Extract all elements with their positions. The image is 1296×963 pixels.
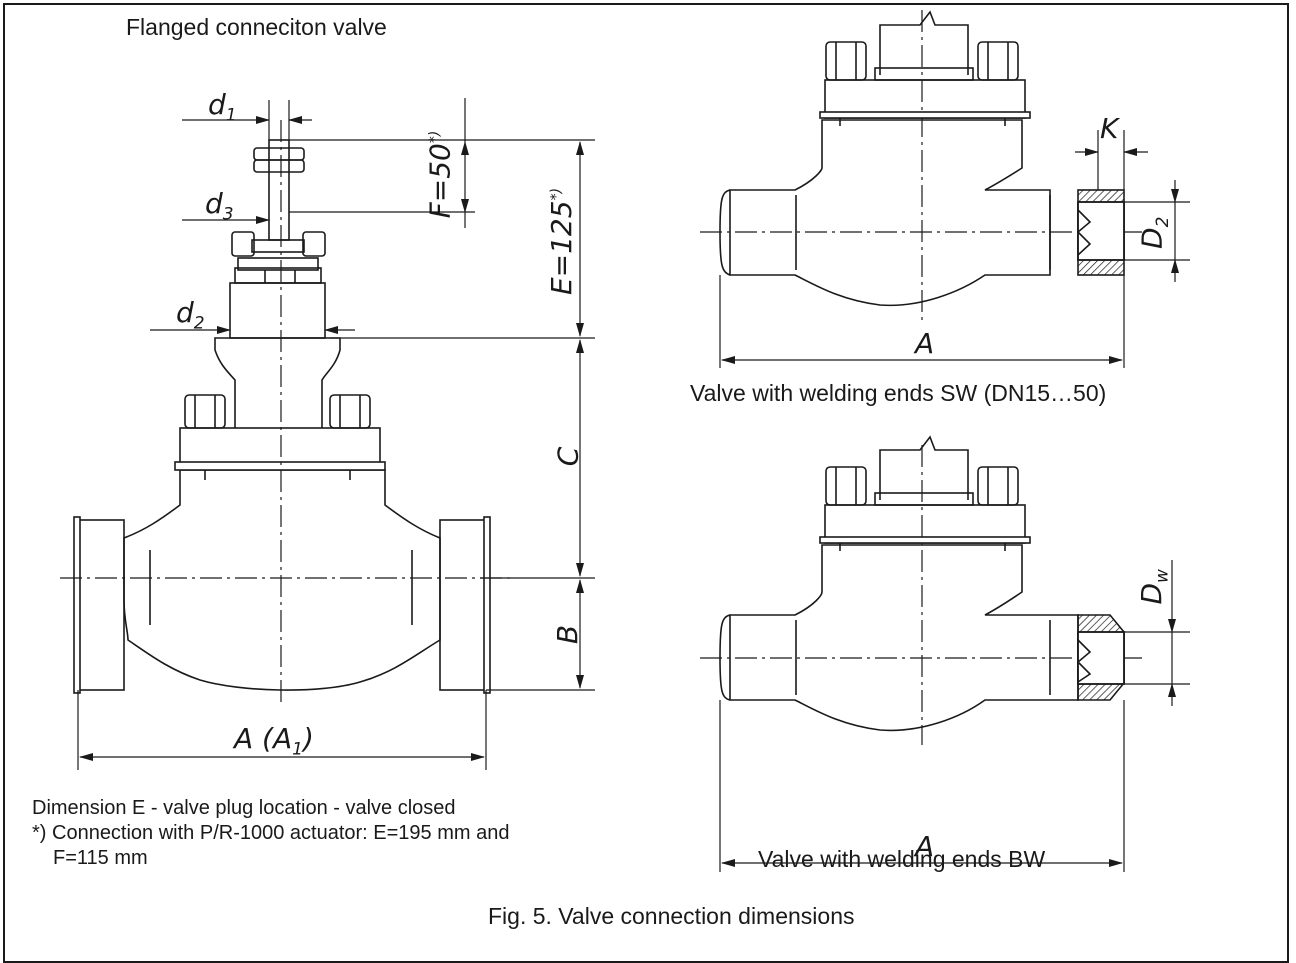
dim-E-label: E=125*): [545, 188, 578, 295]
dim-d3-label: d3: [205, 187, 234, 225]
sw-valve-title: Valve with welding ends SW (DN15…50): [690, 380, 1107, 406]
note-line-1: Dimension E - valve plug location - valv…: [32, 797, 456, 819]
dim-F-text: F=50: [423, 143, 457, 219]
dim-B-label: B: [551, 624, 585, 645]
dim-d1-text: d: [208, 88, 226, 121]
figure-caption: Fig. 5. Valve connection dimensions: [488, 903, 855, 929]
dim-D2-sub: 2: [1152, 216, 1173, 228]
valve-body: [123, 469, 441, 691]
note-line-2: *) Connection with P/R-1000 actuator: E=…: [32, 822, 510, 844]
dim-F-label: F=50*): [423, 131, 456, 219]
flanged-valve-title: Flanged conneciton valve: [126, 14, 387, 40]
dim-C-label: C: [551, 446, 585, 467]
centerlines: [60, 10, 1145, 745]
dim-d2-sub: 2: [193, 313, 205, 334]
dim-D2-text: D: [1135, 227, 1169, 249]
dim-d1-sub: 1: [225, 105, 237, 126]
sw-valve-drawing: [719, 10, 1125, 307]
dim-d3-sub: 3: [222, 204, 234, 225]
dim-F-sup: *): [427, 130, 444, 144]
technical-drawing: [60, 10, 1190, 872]
dim-A-A1-text: A (A: [234, 722, 293, 755]
dim-E-text: E=125: [545, 200, 579, 296]
dim-A-A1-sub: 1: [292, 739, 303, 760]
yoke-block: [229, 282, 326, 339]
bw-dimension-lines: [719, 560, 1190, 872]
dim-D2-label: D2: [1135, 217, 1173, 249]
dim-Dw-label: Dw: [1135, 569, 1173, 604]
dim-A-A1-label: A (A1): [234, 722, 314, 760]
dim-Dw-text: D: [1134, 582, 1168, 605]
bw-valve-drawing: [719, 435, 1125, 732]
dim-d2-text: d: [176, 296, 194, 329]
dimension-lines: [79, 98, 584, 761]
flanged-valve-drawing: [73, 139, 491, 694]
note-line-3: F=115 mm: [53, 847, 148, 869]
valve-neck: [214, 337, 341, 428]
dim-d2-label: d2: [176, 296, 205, 334]
dim-K-label: K: [1100, 112, 1119, 145]
sw-body: [729, 119, 1051, 307]
bw-valve-title: Valve with welding ends BW: [758, 846, 1046, 872]
bolt-right: [329, 394, 371, 429]
dim-E-sup: *): [548, 187, 565, 201]
dim-Dw-sub: w: [1152, 569, 1173, 583]
extension-lines: [77, 100, 595, 770]
valve-stem: [268, 139, 290, 241]
dim-d1-label: d1: [208, 88, 237, 126]
dim-A-sw-label: A: [915, 327, 935, 360]
dim-d3-text: d: [205, 187, 223, 220]
bolt-left: [184, 394, 226, 429]
right-flange: [439, 519, 487, 691]
dim-A-A1-close: ): [302, 722, 314, 755]
dim-A-bw-label: A: [915, 830, 935, 863]
bw-body: [729, 544, 1079, 732]
left-flange: [77, 519, 125, 691]
sw-dimension-lines: [719, 130, 1190, 368]
